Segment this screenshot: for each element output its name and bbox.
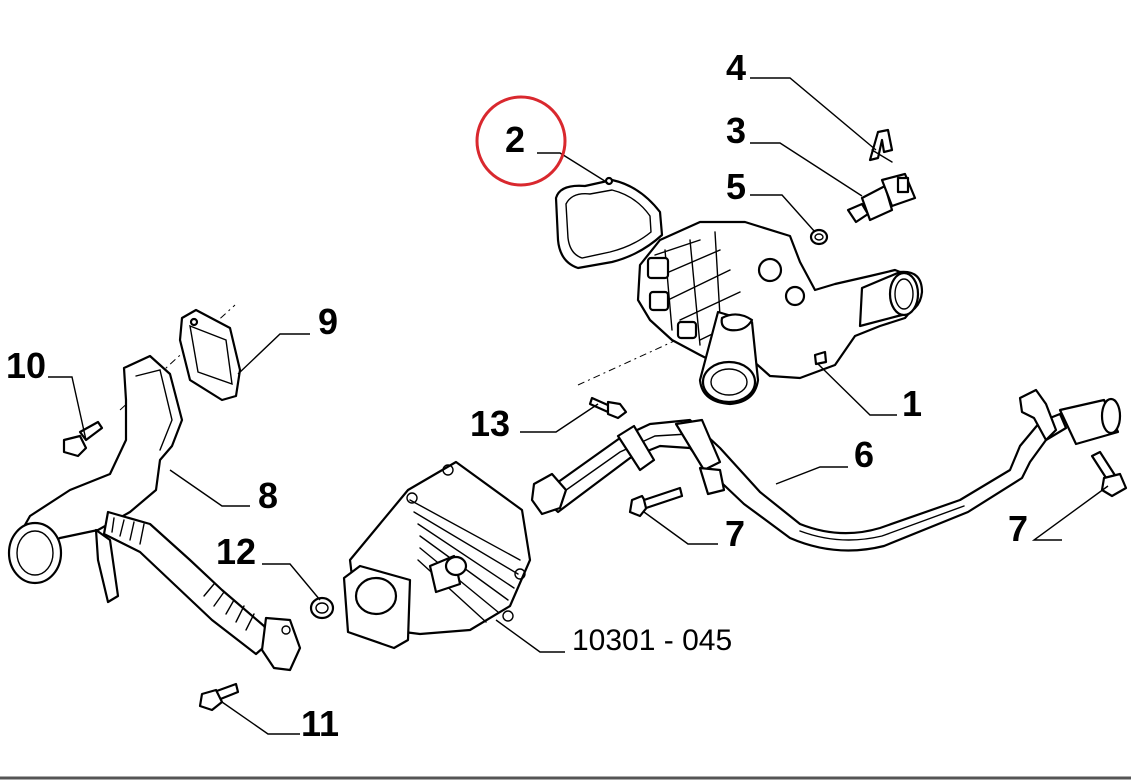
leader-6 [775, 466, 848, 485]
diagram-code: 10301 - 045 [572, 624, 732, 657]
callout-5[interactable]: 5 [726, 166, 746, 207]
leader-7a [643, 511, 718, 545]
part-3-temp-sensor[interactable] [846, 172, 917, 224]
callout-11[interactable]: 11 [301, 703, 339, 744]
part-12-o-ring[interactable] [309, 596, 335, 620]
part-4-clip[interactable] [868, 128, 894, 163]
part-13-bolt[interactable] [588, 396, 628, 420]
part-7-bolt-left[interactable] [628, 486, 684, 518]
callout-12[interactable]: 12 [216, 531, 256, 572]
leader-10 [48, 376, 87, 441]
part-7-bolt-right[interactable] [1090, 450, 1128, 498]
callout-9[interactable]: 9 [318, 301, 338, 342]
callout-1[interactable]: 1 [902, 383, 922, 424]
callout-6[interactable]: 6 [854, 434, 874, 475]
callout-7-right[interactable]: 7 [1008, 508, 1028, 549]
highlight-circle [475, 95, 567, 187]
part-2-gasket[interactable] [554, 176, 664, 270]
leader-3 [750, 142, 863, 197]
part-6-coolant-pipe[interactable] [530, 388, 1122, 552]
leader-2 [537, 152, 609, 184]
leader-13 [520, 403, 599, 433]
leader-12 [262, 563, 321, 601]
part-8-water-pipe[interactable] [7, 354, 302, 672]
part-11-bolt[interactable] [198, 682, 240, 712]
leader-1 [817, 363, 897, 416]
leader-code [495, 619, 565, 653]
leader-7b [1031, 485, 1109, 541]
leader-4 [750, 77, 877, 151]
callout-3[interactable]: 3 [726, 110, 746, 151]
part-9-gasket[interactable] [178, 308, 242, 402]
leader-9 [237, 333, 310, 375]
leader-5 [750, 194, 816, 233]
part-1-thermostat-housing[interactable] [636, 220, 924, 406]
oil-cooler[interactable] [342, 460, 532, 650]
callout-4[interactable]: 4 [726, 47, 746, 88]
callout-13[interactable]: 13 [470, 403, 510, 444]
callout-8[interactable]: 8 [258, 475, 278, 516]
leader-11 [221, 701, 300, 735]
callout-2[interactable]: 2 [505, 119, 525, 160]
leader-8 [169, 469, 250, 507]
callout-7-left[interactable]: 7 [725, 513, 745, 554]
part-5-o-ring[interactable] [809, 228, 829, 246]
callout-10[interactable]: 10 [6, 345, 46, 386]
assembly-axis [577, 309, 743, 386]
